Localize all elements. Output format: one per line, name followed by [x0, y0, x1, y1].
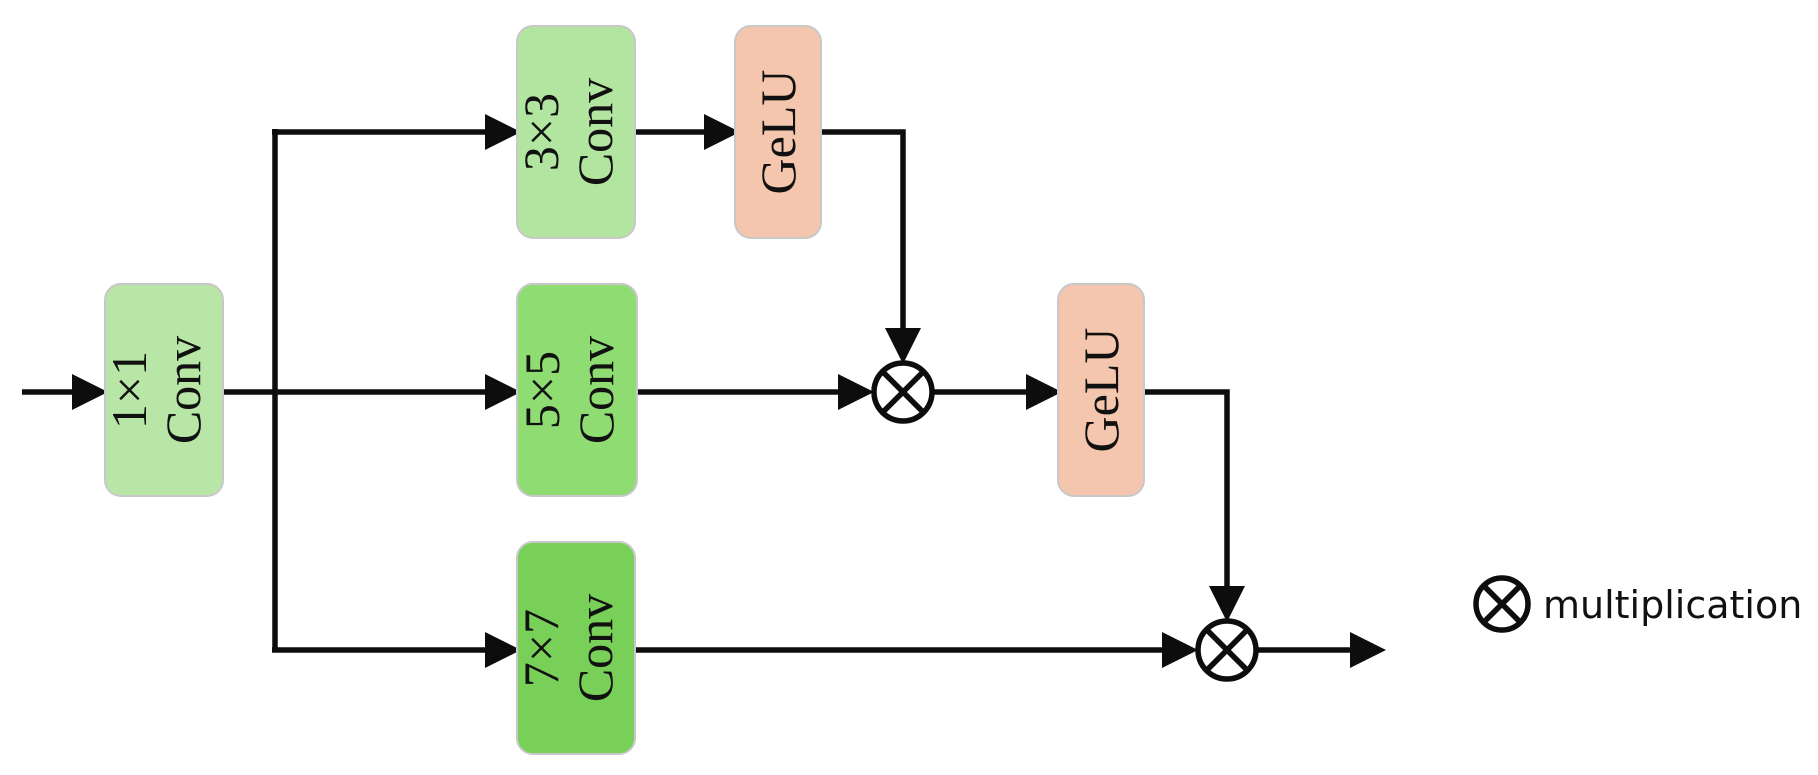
top-branch-arrowhead: [485, 114, 521, 150]
gelu-top-block: GeLU: [734, 25, 822, 239]
conv-5x5-block: 5×5 Conv: [514, 283, 638, 497]
gelu-mid-label: GeLU: [1073, 328, 1129, 453]
conv7-to-mul2-arrowhead: [1162, 632, 1198, 668]
conv-1x1-kernel-label: 1×1: [101, 351, 157, 429]
input-arrowhead: [72, 374, 108, 410]
conv-1x1-op-label: Conv: [155, 336, 211, 444]
gelu-top-to-mul1-arrowhead: [885, 328, 921, 364]
gelu-top-to-mul1-line: [822, 129, 906, 335]
conv-1x1-block: 1×1 Conv: [101, 283, 224, 497]
conv5-to-mul1-arrowhead: [838, 374, 874, 410]
conv-3x3-block: 3×3 Conv: [513, 25, 636, 239]
mul1-to-gelu-arrowhead: [1026, 374, 1062, 410]
connections: [22, 114, 1386, 668]
conv-7x7-op-label: Conv: [567, 594, 623, 702]
conv-3x3-op-label: Conv: [567, 78, 623, 186]
legend-label: multiplication: [1543, 583, 1802, 627]
conv-3x3-kernel-label: 3×3: [513, 93, 569, 171]
output-arrowhead: [1350, 632, 1386, 668]
middle-branch-arrowhead: [485, 374, 521, 410]
conv-5x5-kernel-label: 5×5: [514, 351, 570, 429]
conv3-to-gelu-arrowhead: [704, 114, 740, 150]
gelu-mid-block: GeLU: [1057, 283, 1145, 497]
multiplication-node-1: [871, 360, 935, 424]
multiplication-icon: [1473, 575, 1531, 633]
gelu-top-label: GeLU: [750, 70, 806, 195]
legend: multiplication: [1473, 575, 1802, 633]
gelu-mid-to-mul2-line: [1145, 389, 1230, 593]
gelu-mid-to-mul2-arrowhead: [1209, 586, 1245, 622]
conv-7x7-kernel-label: 7×7: [513, 609, 569, 687]
multiplication-node-2: [1195, 618, 1259, 682]
conv-5x5-op-label: Conv: [568, 336, 624, 444]
bottom-branch-arrowhead: [485, 632, 521, 668]
conv-7x7-block: 7×7 Conv: [513, 541, 636, 755]
